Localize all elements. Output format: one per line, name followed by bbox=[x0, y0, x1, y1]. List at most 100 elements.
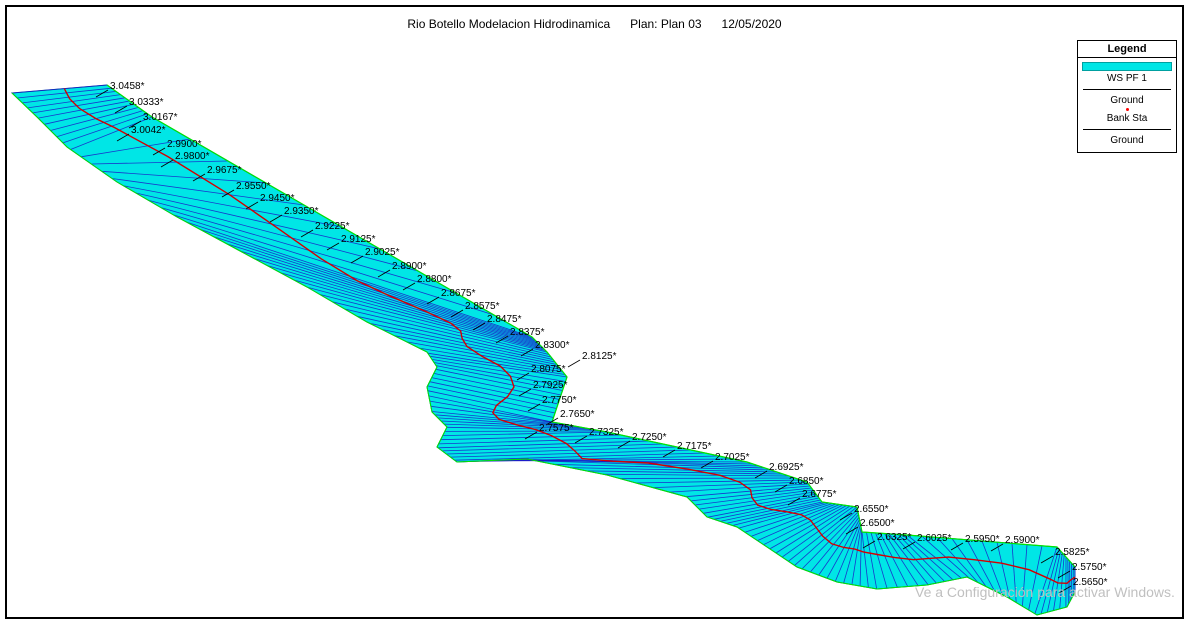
station-label: 2.5750* bbox=[1072, 562, 1107, 573]
station-leader bbox=[700, 460, 714, 469]
station-leader bbox=[152, 147, 166, 156]
station-label: 2.7325* bbox=[589, 427, 624, 438]
cross-section-line bbox=[27, 94, 121, 109]
cross-section-line bbox=[699, 491, 815, 510]
cross-section-line bbox=[450, 449, 692, 458]
cross-section-line bbox=[851, 526, 862, 585]
station-label: 2.7750* bbox=[542, 395, 577, 406]
cross-section-line bbox=[834, 521, 861, 582]
cross-section-line bbox=[703, 493, 817, 514]
cross-section-line bbox=[419, 347, 564, 373]
station-label: 2.9350* bbox=[284, 206, 319, 217]
cross-section-line bbox=[199, 228, 534, 339]
cross-section-line bbox=[1053, 552, 1063, 611]
cross-section-line bbox=[981, 540, 1004, 596]
station-leader bbox=[495, 335, 509, 344]
cross-section-line bbox=[897, 534, 945, 582]
cross-section-line bbox=[966, 539, 995, 591]
cross-section-line bbox=[239, 250, 539, 344]
cross-section-line bbox=[406, 341, 562, 370]
station-leader bbox=[245, 201, 259, 210]
station-leader bbox=[545, 417, 559, 426]
station-label: 2.6775* bbox=[802, 489, 837, 500]
station-label: 2.6325* bbox=[877, 532, 912, 543]
station-label: 2.7650* bbox=[560, 409, 595, 420]
station-leader bbox=[516, 372, 530, 381]
station-leader bbox=[426, 296, 440, 305]
station-labels: 3.0458*3.0333*3.0167*3.0042*2.9900*2.980… bbox=[95, 81, 1108, 594]
station-label: 2.6550* bbox=[854, 504, 889, 515]
station-leader bbox=[839, 512, 853, 521]
station-leader bbox=[472, 322, 486, 331]
station-leader bbox=[524, 431, 538, 440]
cross-section-line bbox=[996, 542, 1011, 599]
cross-section-line bbox=[750, 503, 837, 537]
station-leader bbox=[1058, 585, 1072, 594]
title-plan: Plan: Plan 03 bbox=[630, 17, 702, 31]
cross-section-line bbox=[186, 221, 533, 338]
cross-section-line bbox=[91, 160, 229, 165]
legend-heading: Legend bbox=[1078, 41, 1176, 58]
cross-section-line bbox=[553, 463, 772, 471]
cross-section-line bbox=[369, 322, 556, 363]
cross-section-line bbox=[307, 286, 546, 351]
cross-section-line bbox=[332, 301, 550, 355]
station-label: 2.8675* bbox=[441, 288, 476, 299]
cross-section-line bbox=[738, 502, 830, 529]
station-leader bbox=[990, 543, 1004, 552]
cross-section-line bbox=[431, 411, 569, 426]
station-leader bbox=[350, 255, 364, 264]
cross-section-line bbox=[438, 437, 636, 445]
station-label: 2.7925* bbox=[533, 380, 568, 391]
station-label: 2.8900* bbox=[392, 261, 427, 272]
station-leader bbox=[269, 214, 283, 223]
station-label: 2.9550* bbox=[236, 181, 271, 192]
station-label: 2.6850* bbox=[789, 476, 824, 487]
station-label: 2.7025* bbox=[715, 452, 750, 463]
station-leader bbox=[95, 89, 109, 98]
cross-section-line bbox=[11, 84, 108, 94]
station-leader bbox=[662, 449, 676, 458]
cross-section-line bbox=[879, 533, 909, 587]
cross-section-line bbox=[38, 100, 130, 119]
cross-section-line bbox=[280, 272, 543, 348]
station-leader bbox=[862, 540, 876, 549]
cross-section-line bbox=[431, 359, 566, 382]
station-label: 2.5900* bbox=[1005, 535, 1040, 546]
cross-section-line bbox=[344, 308, 552, 358]
station-label: 2.6025* bbox=[917, 533, 952, 544]
cross-section-line bbox=[810, 514, 859, 573]
cross-section-line bbox=[357, 315, 554, 360]
legend-bank-label: Bank Sta bbox=[1106, 113, 1148, 124]
legend-ground-line bbox=[1083, 89, 1171, 90]
cross-section-line bbox=[135, 192, 381, 250]
station-leader bbox=[402, 282, 416, 291]
station-leader bbox=[1057, 570, 1071, 579]
cross-section-line bbox=[866, 532, 878, 589]
station-label: 2.7575* bbox=[539, 423, 574, 434]
cross-section-line bbox=[861, 531, 869, 588]
cross-section-line bbox=[788, 506, 858, 562]
station-leader bbox=[221, 189, 235, 198]
legend: Legend WS PF 1 Ground Bank Sta Ground bbox=[1077, 40, 1177, 153]
station-leader bbox=[774, 484, 788, 493]
station-label: 2.9450* bbox=[260, 193, 295, 204]
station-label: 3.0458* bbox=[110, 81, 145, 92]
cross-section-line bbox=[936, 537, 979, 583]
cross-section-line bbox=[602, 473, 790, 477]
cross-section-line bbox=[123, 185, 343, 228]
bank-outline bbox=[106, 84, 1076, 568]
station-label: 2.7175* bbox=[677, 441, 712, 452]
station-leader bbox=[518, 388, 532, 397]
station-leader bbox=[902, 541, 916, 550]
cross-section-line bbox=[381, 329, 558, 365]
cross-section-line bbox=[694, 489, 814, 506]
cross-section-line bbox=[726, 501, 823, 524]
cross-section-line bbox=[757, 504, 840, 541]
cross-section-line bbox=[433, 373, 560, 400]
cross-section-line bbox=[732, 502, 826, 526]
cross-section-line bbox=[442, 431, 608, 436]
station-label: 2.7250* bbox=[632, 432, 667, 443]
station-leader bbox=[527, 403, 541, 412]
